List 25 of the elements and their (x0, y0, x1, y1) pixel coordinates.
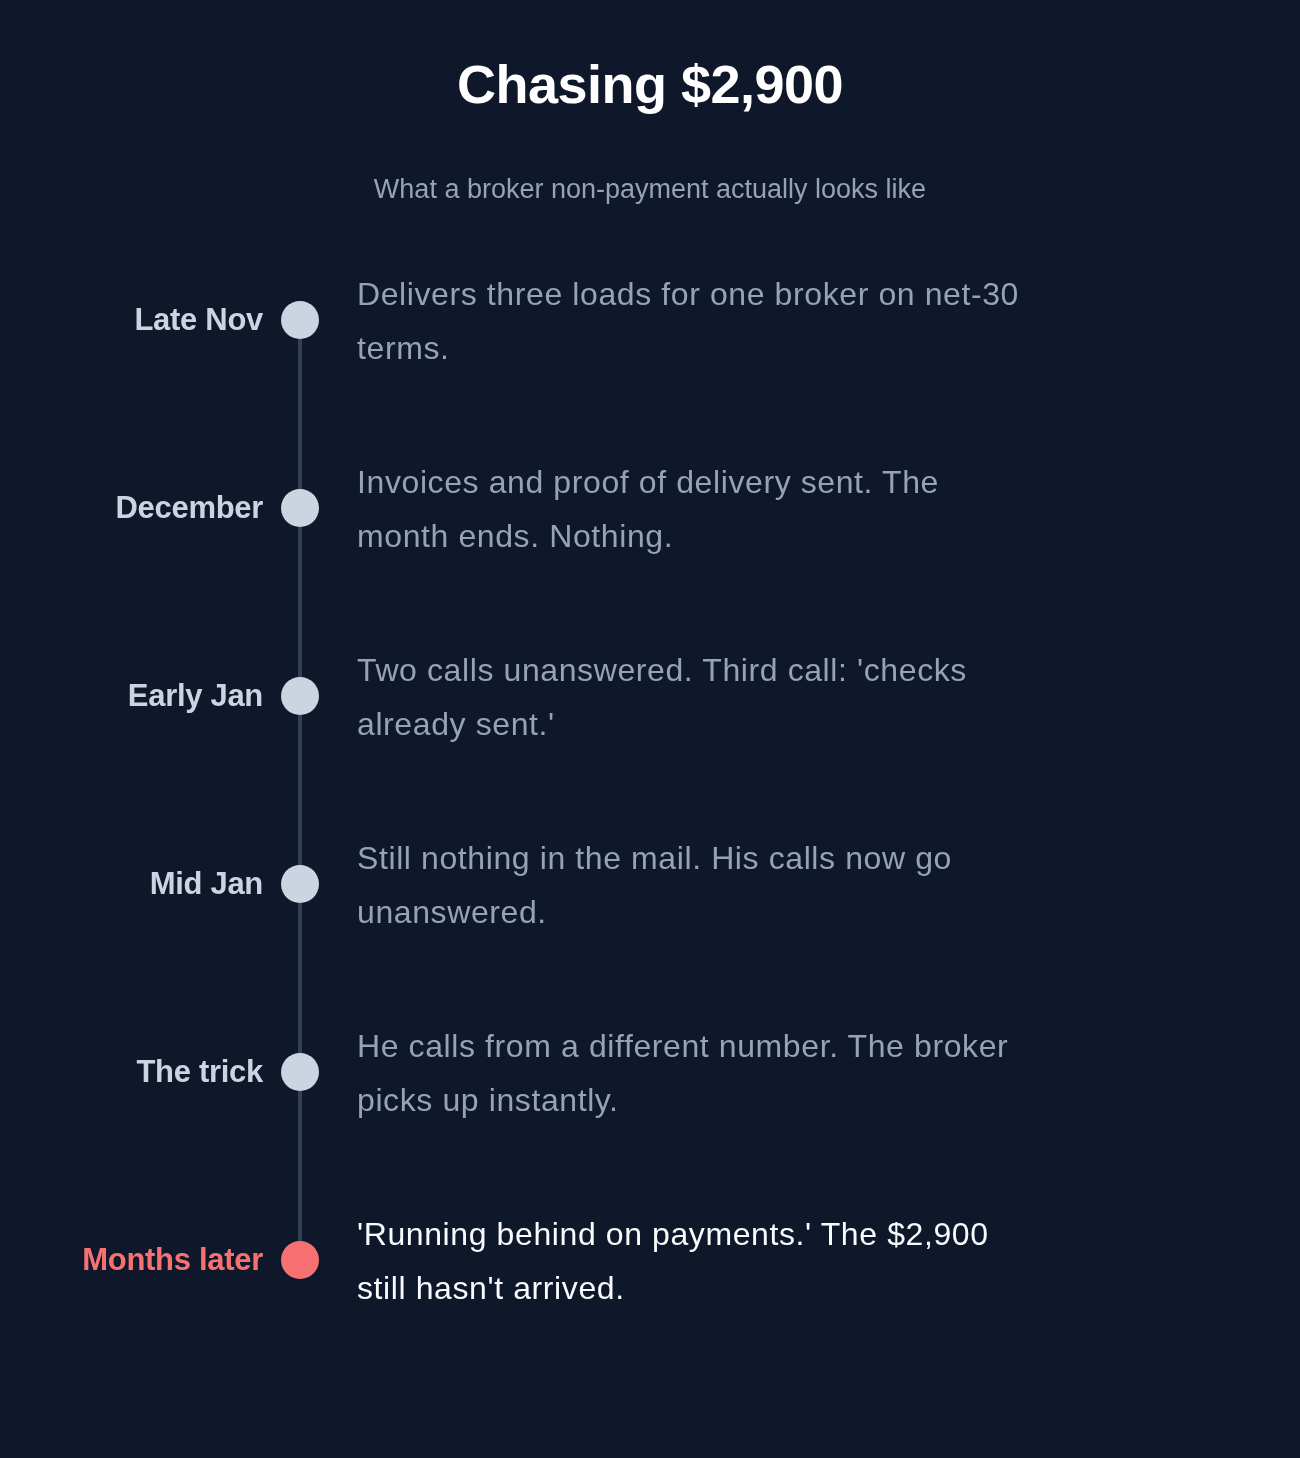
timeline-line (298, 1091, 302, 1241)
subtitle: What a broker non-payment actually looks like (373, 173, 927, 206)
timeline-line (298, 339, 302, 489)
timeline-dot (281, 1053, 319, 1091)
event-description: Invoices and proof of delivery sent. The month ends. Nothing. (357, 463, 940, 556)
timeline-dot (281, 301, 319, 339)
timeline-dot (281, 677, 319, 715)
timeline-dot (281, 865, 319, 903)
timeline-dot (281, 1241, 319, 1279)
date-label: December (114, 489, 263, 527)
event-description: 'Running behind on payments.' The $2,900 still hasn't arrived. (357, 1215, 990, 1308)
date-label: Late Nov (133, 301, 263, 339)
timeline-line (298, 527, 302, 677)
date-label: Months later (81, 1241, 263, 1279)
timeline-line (298, 903, 302, 1053)
timeline-line (298, 715, 302, 865)
event-description: Still nothing in the mail. His calls now go unanswered. (357, 839, 953, 932)
event-description: Two calls unanswered. Third call: 'checks already sent.' (357, 651, 968, 744)
date-label: Mid Jan (148, 865, 263, 903)
date-label: Early Jan (126, 677, 263, 715)
title: Chasing $2,900 (456, 53, 844, 116)
event-description: Delivers three loads for one broker on net-30 terms. (357, 275, 1020, 368)
timeline-dot (281, 489, 319, 527)
event-description: He calls from a different number. The broker picks up instantly. (357, 1027, 1010, 1120)
date-label: The trick (135, 1053, 263, 1091)
